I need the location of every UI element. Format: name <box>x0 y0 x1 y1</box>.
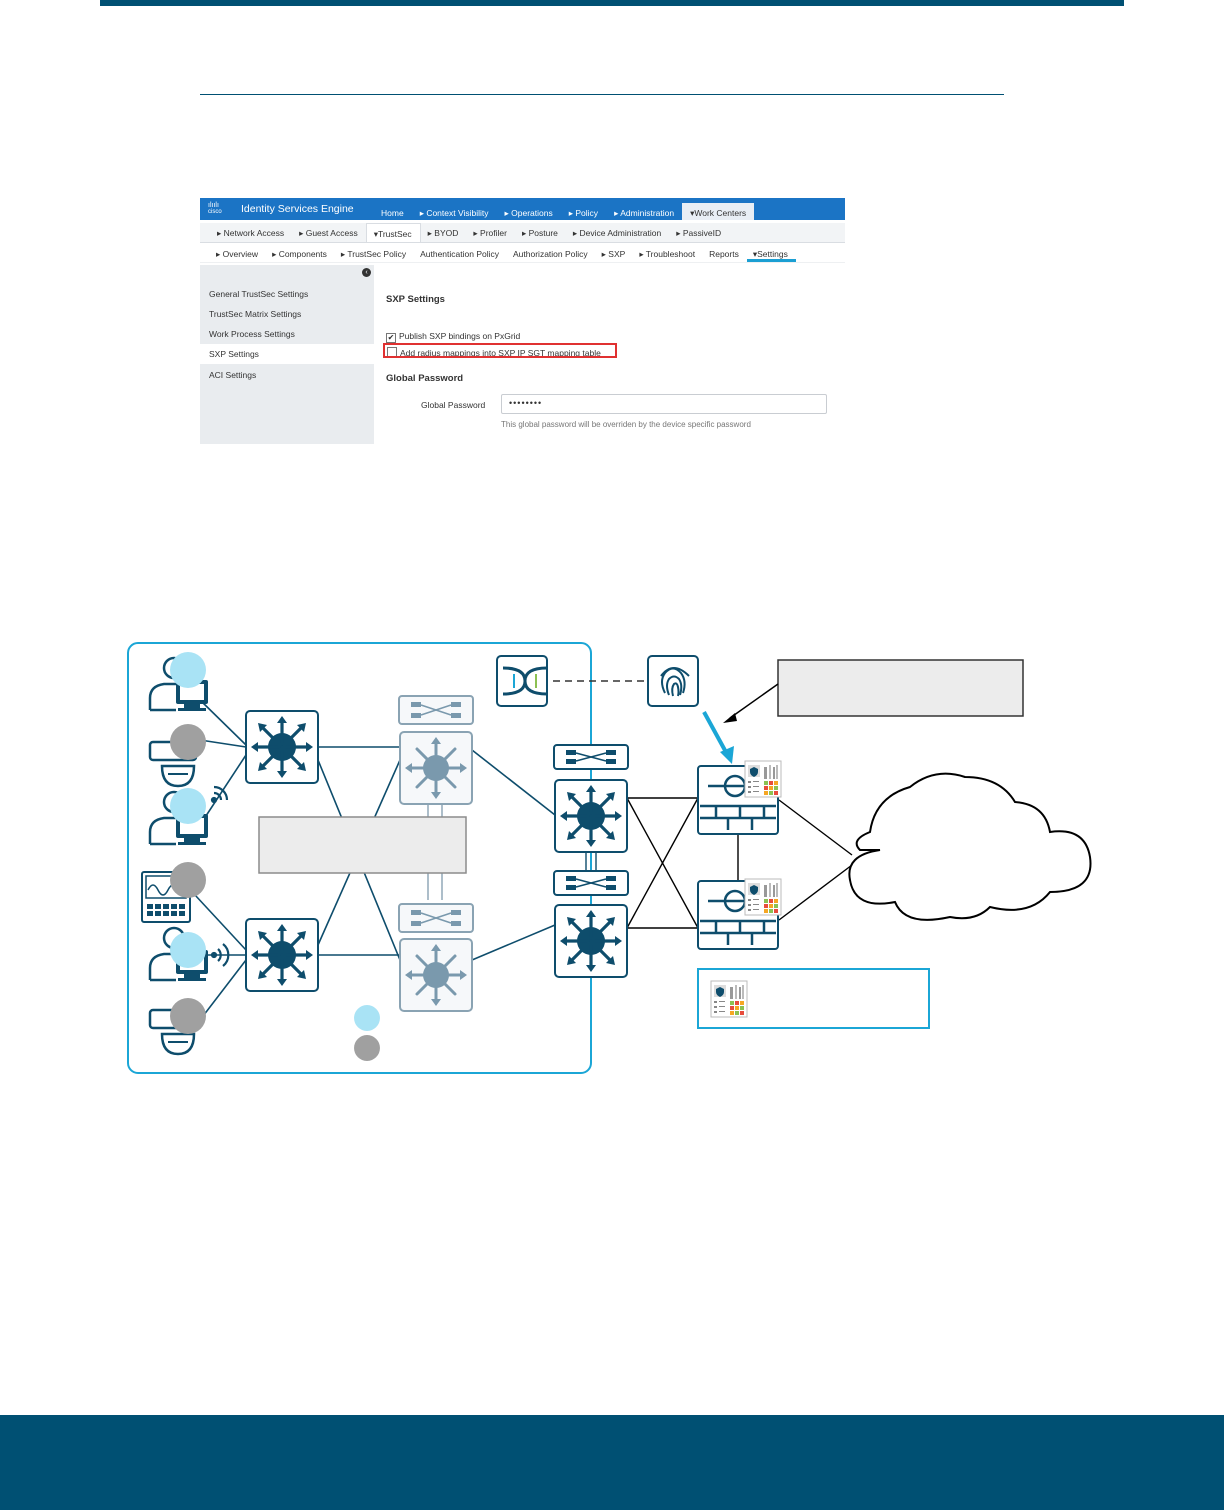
cisco-bars-icon: ılıılı <box>208 202 219 209</box>
top-tab-5[interactable]: ▾Work Centers <box>682 203 755 220</box>
ise-screenshot: ılıılı cisco Identity Services Engine Ho… <box>200 198 845 444</box>
sidebar-item-general-trustsec[interactable]: General TrustSec Settings <box>209 289 309 299</box>
global-password-help: This global password will be overriden b… <box>501 420 751 429</box>
cloud-icon <box>848 772 1092 921</box>
trustsec-tab-2[interactable]: ▸ TrustSec Policy <box>340 249 407 259</box>
global-password-title: Global Password <box>386 373 464 384</box>
highlight-box <box>383 343 617 358</box>
core-switch-icon <box>553 778 629 854</box>
workcenter-tab-4[interactable]: ▸ Profiler <box>473 228 507 238</box>
trustsec-tab-3[interactable]: Authentication Policy <box>420 249 500 259</box>
workcenter-tabs: ▸ Network Access ▸ Guest Access ▾TrustSec ▸… <box>200 223 845 243</box>
product-title: Identity Services Engine <box>241 203 354 215</box>
trustsec-tab-1[interactable]: ▸ Components <box>272 249 327 259</box>
core-stack-links <box>585 853 597 870</box>
core-chassis-icon <box>553 870 629 896</box>
top-accent-bar <box>100 0 1124 6</box>
top-tab-2[interactable]: ▸ Operations <box>504 208 553 218</box>
trustsec-tab-6[interactable]: ▸ Troubleshoot <box>639 249 696 259</box>
trustsec-tab-8[interactable]: ▾Settings <box>746 245 796 262</box>
tag-light-blue-icon <box>170 652 206 688</box>
global-password-label: Global Password <box>421 400 486 410</box>
publish-pxgrid-checkbox[interactable]: ✔ <box>386 333 396 343</box>
sxp-settings-title: SXP Settings <box>386 294 445 305</box>
distribution-switch-icon <box>398 730 474 806</box>
global-password-input[interactable]: •••••••• <box>501 394 827 414</box>
top-tab-4[interactable]: ▸ Administration <box>614 208 675 218</box>
sidebar-item-work-process[interactable]: Work Process Settings <box>209 329 295 339</box>
legend-gray-icon <box>354 1035 380 1061</box>
tag-gray-icon <box>170 998 206 1034</box>
top-tab-3[interactable]: ▸ Policy <box>568 208 599 218</box>
sgt-push-arrow <box>702 711 729 755</box>
trustsec-tabs: ▸ Overview ▸ Components ▸ TrustSec Policy A… <box>200 245 845 263</box>
ise-fingerprint-icon[interactable] <box>647 655 699 707</box>
workcenter-tab-3[interactable]: ▸ BYOD <box>427 228 459 238</box>
trustsec-tab-7[interactable]: Reports <box>709 249 739 259</box>
cisco-logo[interactable]: ılıılı cisco <box>208 202 234 216</box>
wireless-icon <box>210 785 229 804</box>
trustsec-tab-4[interactable]: Authorization Policy <box>513 249 588 259</box>
edge-links <box>626 797 853 929</box>
collapse-sidebar-icon[interactable]: ‹ <box>362 268 371 277</box>
trustsec-tab-0[interactable]: ▸ Overview <box>216 249 259 259</box>
callout-box <box>777 659 1024 717</box>
ise-top-nav: ılıılı cisco Identity Services Engine Ho… <box>200 198 845 220</box>
sgt-push-arrowhead <box>720 746 734 764</box>
workcenter-tab-2[interactable]: ▾TrustSec <box>365 223 421 242</box>
tag-gray-icon <box>170 862 206 898</box>
distribution-chassis-icon <box>398 903 474 933</box>
wireless-icon <box>210 943 230 967</box>
core-chassis-icon <box>553 744 629 770</box>
placeholder-label-box <box>258 816 467 874</box>
callout-arrow <box>729 683 779 719</box>
trustsec-tab-5[interactable]: ▸ SXP <box>601 249 626 259</box>
sidebar-item-aci-settings[interactable]: ACI Settings <box>209 370 257 380</box>
tag-gray-icon <box>170 724 206 760</box>
core-switch-icon <box>553 903 629 979</box>
sidebar-item-sxp-settings[interactable]: SXP Settings <box>200 344 374 364</box>
top-tab-1[interactable]: ▸ Context Visibility <box>419 208 489 218</box>
settings-sidebar: ‹ General TrustSec Settings TrustSec Mat… <box>200 265 374 444</box>
publish-pxgrid-label: Publish SXP bindings on PxGrid <box>399 331 521 341</box>
workcenter-tab-0[interactable]: ▸ Network Access <box>217 228 285 238</box>
tag-light-blue-icon <box>170 932 206 968</box>
access-switch-icon <box>244 709 320 785</box>
policy-table-icon <box>744 878 782 916</box>
legend-light-blue-icon <box>354 1005 380 1031</box>
distribution-chassis-icon <box>398 695 474 725</box>
publish-pxgrid-row: ✔Publish SXP bindings on PxGrid <box>386 331 520 343</box>
dna-center-icon[interactable] <box>496 655 548 707</box>
cisco-logo-text: cisco <box>208 209 222 215</box>
callout-arrowhead <box>723 713 737 723</box>
policy-table-icon <box>744 760 782 798</box>
access-switch-icon <box>244 917 320 993</box>
workcenter-tab-1[interactable]: ▸ Guest Access <box>299 228 358 238</box>
top-tab-0[interactable]: Home <box>381 208 404 218</box>
policy-table-icon <box>710 980 748 1018</box>
top-tabs: Home ▸ Context Visibility ▸ Operations ▸ Po… <box>373 203 755 220</box>
workcenter-tab-6[interactable]: ▸ Device Administration <box>572 228 662 238</box>
distribution-switch-icon <box>398 937 474 1013</box>
section-rule <box>200 94 1004 95</box>
workcenter-tab-5[interactable]: ▸ Posture <box>521 228 558 238</box>
radius-mappings-label: Add radius mappings into SXP IP SGT mapp… <box>400 348 601 358</box>
tag-light-blue-icon <box>170 788 206 824</box>
sidebar-item-trustsec-matrix[interactable]: TrustSec Matrix Settings <box>209 309 302 319</box>
workcenter-tab-7[interactable]: ▸ PassiveID <box>676 228 722 238</box>
footer-bar <box>0 1415 1224 1510</box>
